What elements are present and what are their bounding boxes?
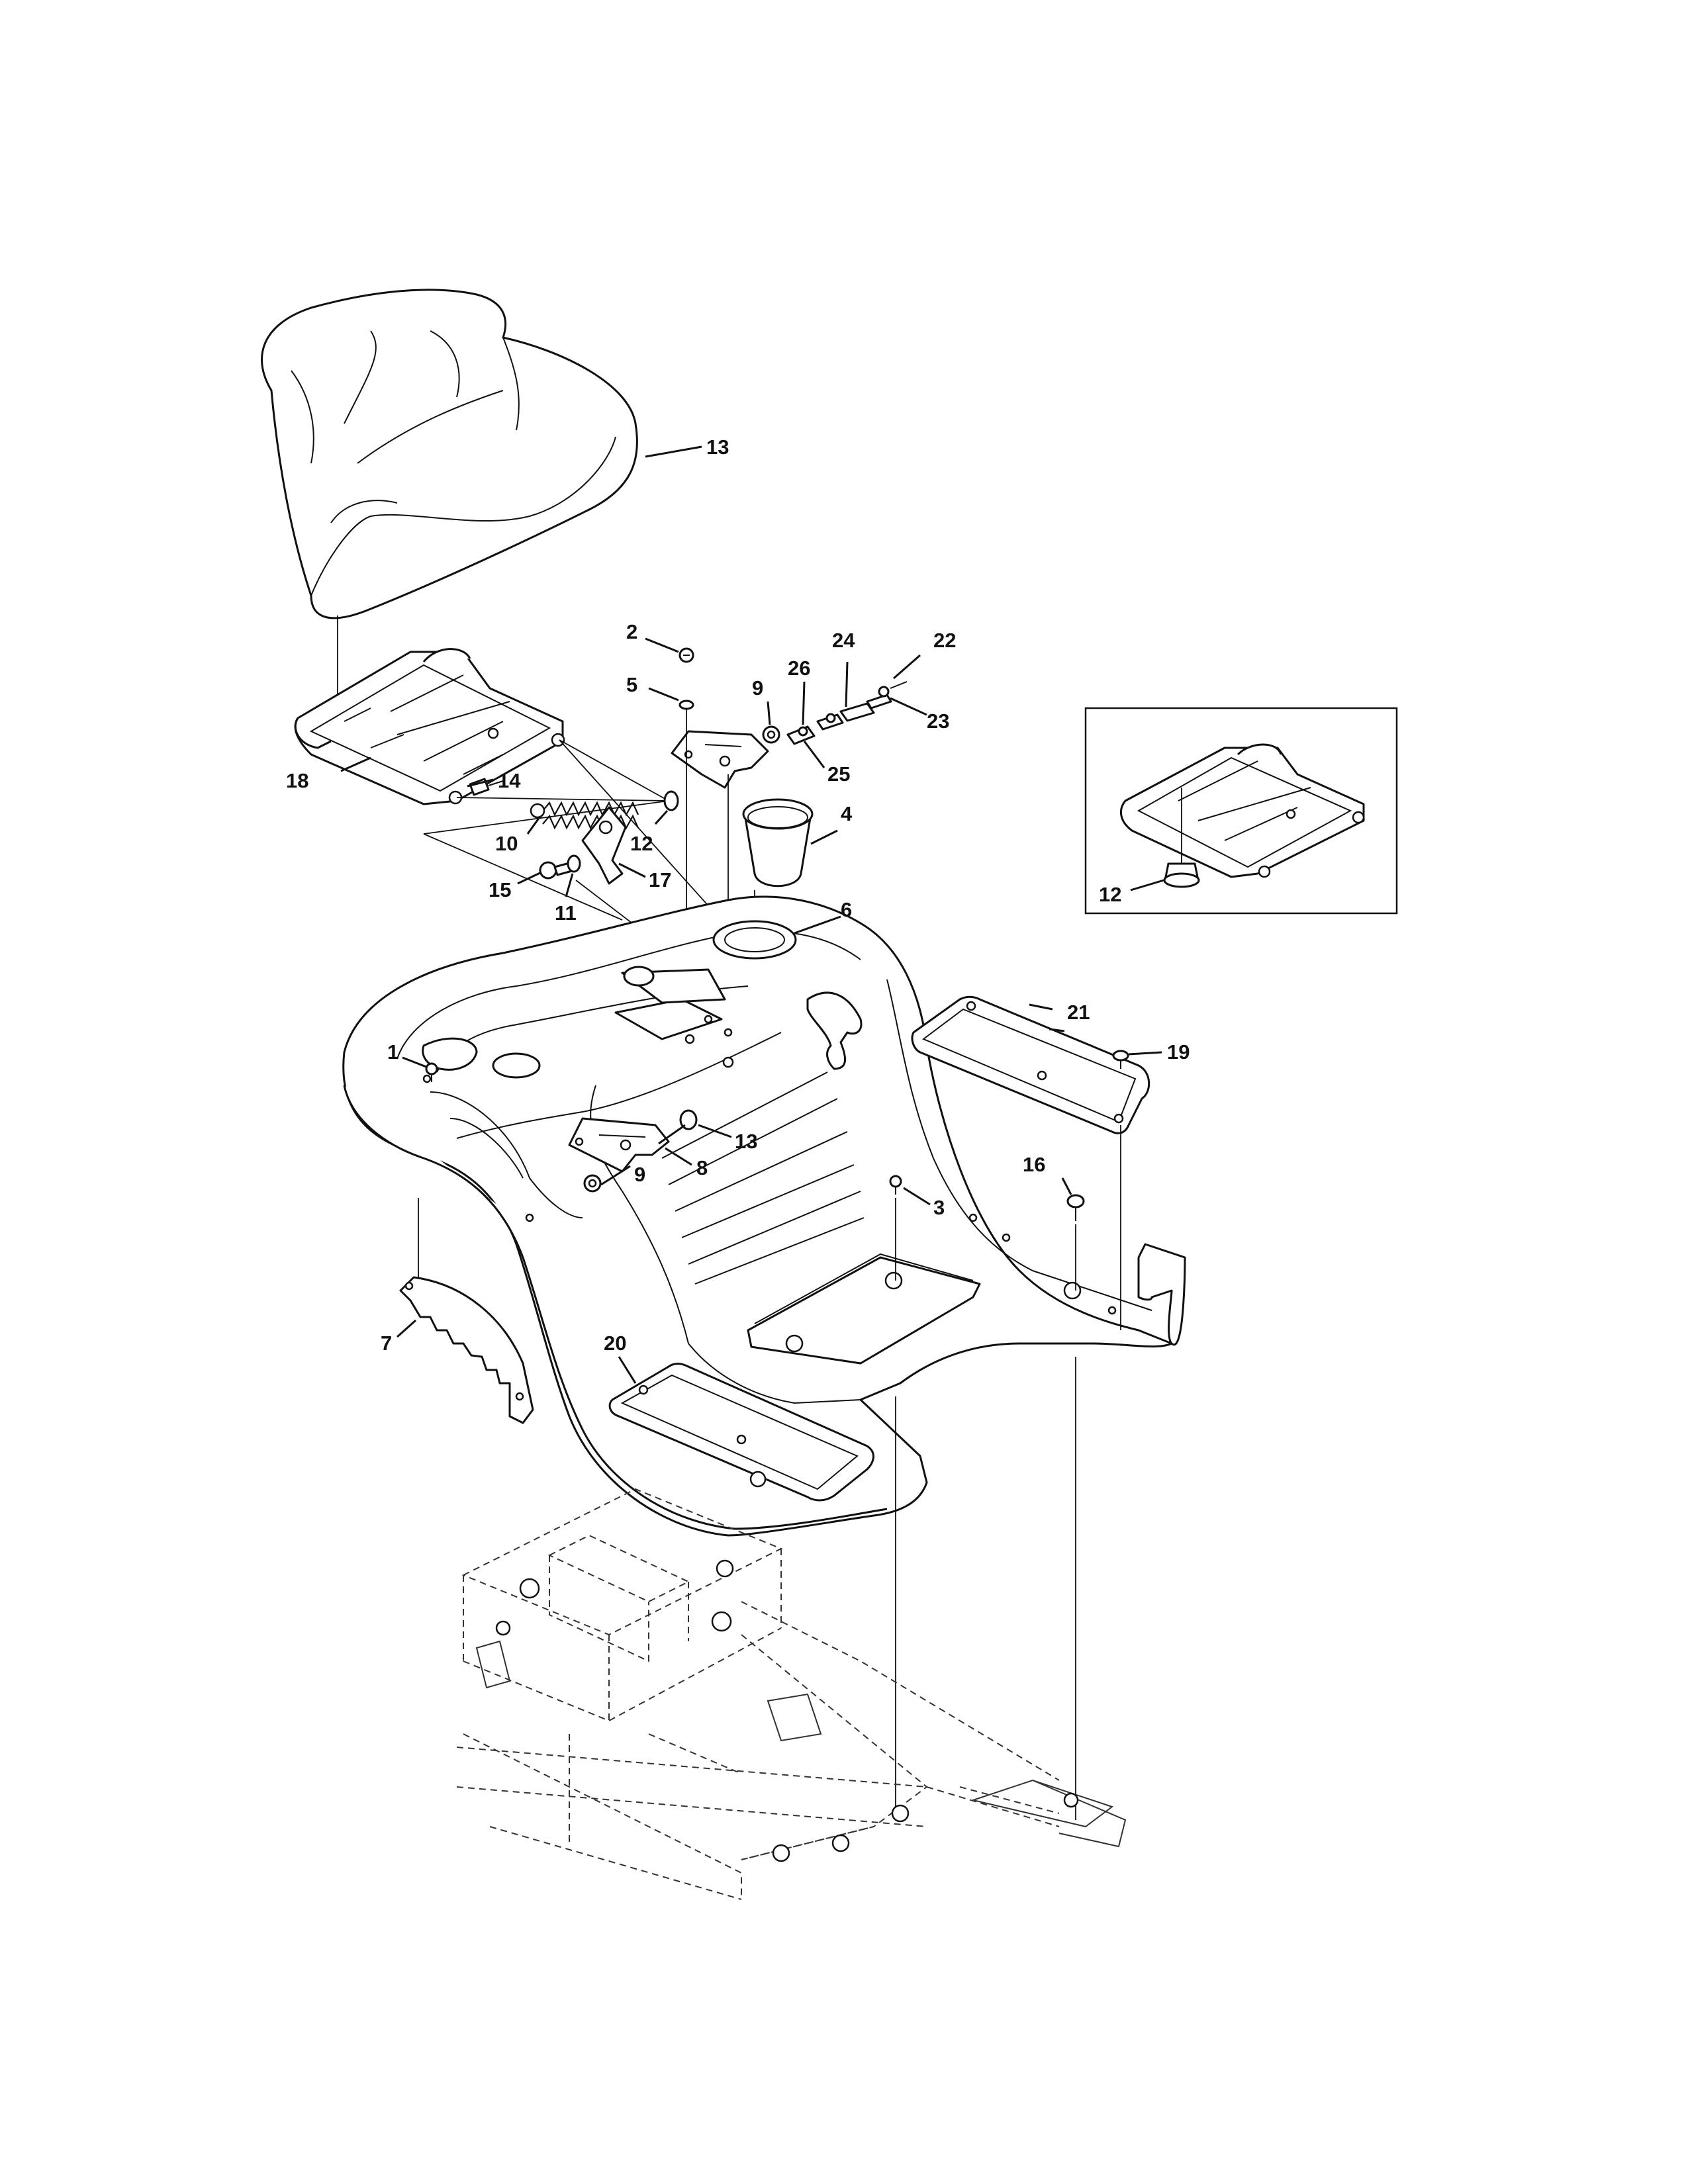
callout-7: 7 — [381, 1332, 392, 1355]
callout-1: 1 — [387, 1040, 399, 1064]
callout-3: 3 — [933, 1196, 945, 1219]
callout-21: 19 — [1167, 1040, 1190, 1064]
callout-16: 13 — [706, 435, 729, 459]
callout-18: 12 — [1099, 883, 1121, 906]
lock-washer-5 — [679, 700, 694, 710]
seat-bumper-18 — [1163, 854, 1200, 888]
screw-3 — [889, 1175, 902, 1195]
push-pin-17 — [1066, 1194, 1085, 1221]
callout-11: 11 — [555, 901, 577, 925]
callout-26: 26 — [788, 657, 810, 680]
height-adjust-plate — [399, 1276, 534, 1424]
callout-17: 16 — [1023, 1153, 1045, 1176]
callout-9-lower: 9 — [634, 1163, 645, 1186]
cup-holder — [742, 798, 814, 887]
callout-10: 10 — [495, 832, 518, 855]
chassis-frame — [456, 1488, 1127, 1900]
hex-bolt-2 — [679, 647, 694, 663]
latch-assembly — [786, 681, 908, 745]
inset-detail — [1084, 707, 1398, 915]
callout-9-upper: 9 — [752, 676, 763, 700]
callout-12-upper: 12 — [630, 832, 653, 855]
fuel-fill-ring — [712, 920, 797, 960]
leader-lines — [340, 445, 1164, 1384]
step-pad-left — [608, 1363, 874, 1502]
washer-11 — [567, 854, 581, 873]
callout-22: 22 — [933, 629, 956, 652]
callout-labels: 13 2 5 9 26 24 22 23 25 4 6 18 14 10 12 … — [286, 435, 1190, 1355]
callout-2: 2 — [626, 620, 637, 643]
callout-25: 25 — [827, 762, 850, 786]
step-pad-right — [911, 995, 1150, 1134]
screw-1 — [425, 1062, 438, 1082]
callout-13-upper: 14 — [498, 769, 521, 792]
seat-spring — [530, 801, 639, 830]
callout-8: 8 — [696, 1156, 708, 1179]
seat-adjust-bracket — [568, 1117, 670, 1173]
callout-19: 21 — [1067, 1001, 1090, 1024]
hex-nut-9-upper — [762, 725, 780, 744]
callout-6: 6 — [841, 898, 852, 921]
hex-nut-9-lower — [583, 1174, 602, 1193]
washer-12-upper — [663, 790, 679, 811]
callout-12-lower: 13 — [735, 1130, 757, 1153]
callout-14: 17 — [649, 868, 671, 891]
callout-13-lower: 15 — [489, 878, 511, 901]
callout-24: 24 — [832, 629, 855, 652]
pivot-bracket — [581, 806, 627, 885]
seat-pan — [294, 648, 565, 805]
callout-5: 5 — [626, 673, 637, 696]
callout-23: 23 — [927, 709, 949, 733]
callout-4: 4 — [841, 802, 853, 825]
callout-20: 20 — [604, 1332, 626, 1355]
callout-15: 18 — [286, 769, 308, 792]
seat-cushion — [261, 289, 638, 619]
push-pin-21 — [1112, 1050, 1129, 1069]
